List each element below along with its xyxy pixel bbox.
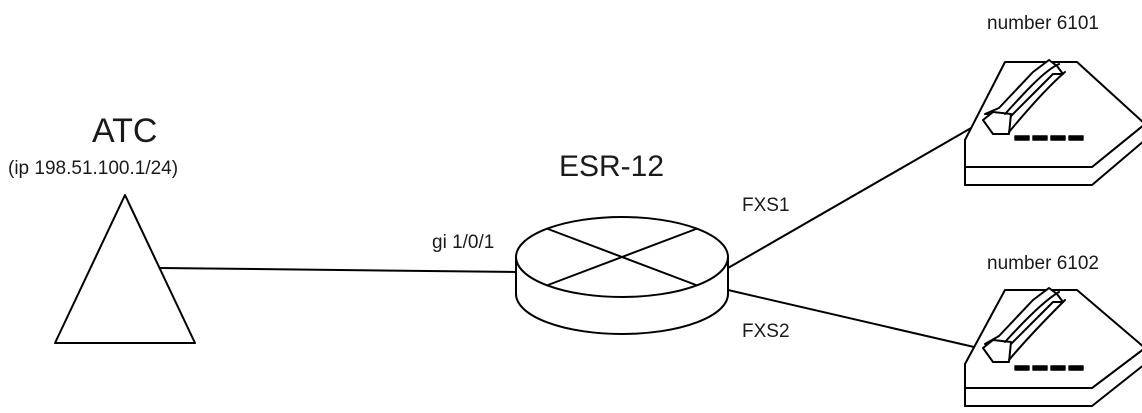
router-icon <box>515 216 729 335</box>
atc-label: ATC <box>92 112 158 150</box>
router-label: ESR-12 <box>559 150 665 183</box>
atc-router-link <box>159 267 519 273</box>
phone-icon-6101 <box>964 59 1142 186</box>
phone-6102-label: number 6102 <box>987 253 1099 274</box>
phone-icon-6102 <box>964 287 1142 407</box>
fxs2-label: FXS2 <box>742 321 790 342</box>
atc-ip-label: (ip 198.51.100.1/24) <box>8 158 179 179</box>
fxs1-label: FXS1 <box>742 195 790 216</box>
atc-triangle-icon <box>54 194 196 344</box>
fxs1-link <box>727 119 986 269</box>
fxs2-link <box>727 289 988 351</box>
router-port-label: gi 1/0/1 <box>432 232 495 253</box>
phone-6101-label: number 6101 <box>987 13 1099 34</box>
